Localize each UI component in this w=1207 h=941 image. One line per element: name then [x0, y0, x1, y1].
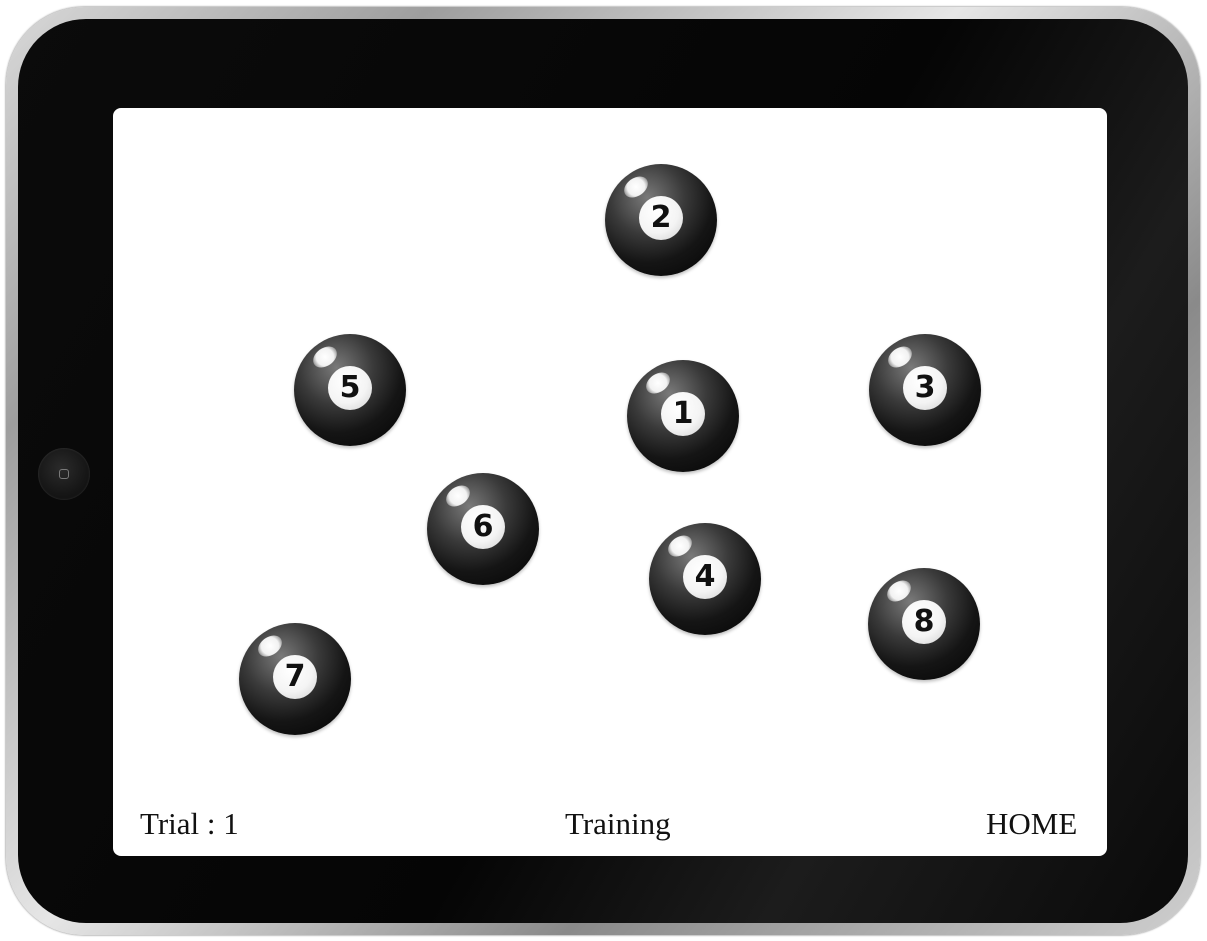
ball-number: 1	[672, 396, 694, 431]
ball-number: 7	[284, 659, 306, 694]
ball-shine	[442, 481, 474, 511]
app-screen: 2 5 1 3 6 4 8	[113, 108, 1107, 856]
ball-number: 6	[472, 509, 494, 544]
ball-1[interactable]: 1	[627, 360, 739, 472]
ball-6[interactable]: 6	[427, 473, 539, 585]
ball-8[interactable]: 8	[868, 568, 980, 680]
ball-number: 4	[694, 559, 716, 594]
ball-3[interactable]: 3	[869, 334, 981, 446]
ball-number-disc: 8	[902, 600, 946, 644]
ball-shine	[883, 576, 915, 606]
ball-number-disc: 7	[273, 655, 317, 699]
ball-5[interactable]: 5	[294, 334, 406, 446]
home-button[interactable]: HOME	[986, 806, 1078, 841]
device-home-button[interactable]	[38, 448, 90, 500]
home-square-icon	[59, 469, 69, 479]
ball-shine	[309, 342, 341, 372]
ball-number: 2	[650, 200, 672, 235]
ball-number-disc: 2	[639, 196, 683, 240]
ball-7[interactable]: 7	[239, 623, 351, 735]
ball-number: 8	[913, 604, 935, 639]
ball-shine	[664, 531, 696, 561]
ball-shine	[884, 342, 916, 372]
ball-number: 3	[914, 370, 936, 405]
trial-counter: Trial : 1	[140, 806, 239, 841]
ball-number-disc: 5	[328, 366, 372, 410]
mode-label: Training	[565, 806, 671, 841]
ball-number-disc: 3	[903, 366, 947, 410]
ball-number-disc: 1	[661, 392, 705, 436]
ball-4[interactable]: 4	[649, 523, 761, 635]
ball-number-disc: 6	[461, 505, 505, 549]
ball-shine	[254, 631, 286, 661]
ball-2[interactable]: 2	[605, 164, 717, 276]
ball-shine	[642, 368, 674, 398]
ball-number: 5	[339, 370, 361, 405]
ball-number-disc: 4	[683, 555, 727, 599]
ball-shine	[620, 172, 652, 202]
